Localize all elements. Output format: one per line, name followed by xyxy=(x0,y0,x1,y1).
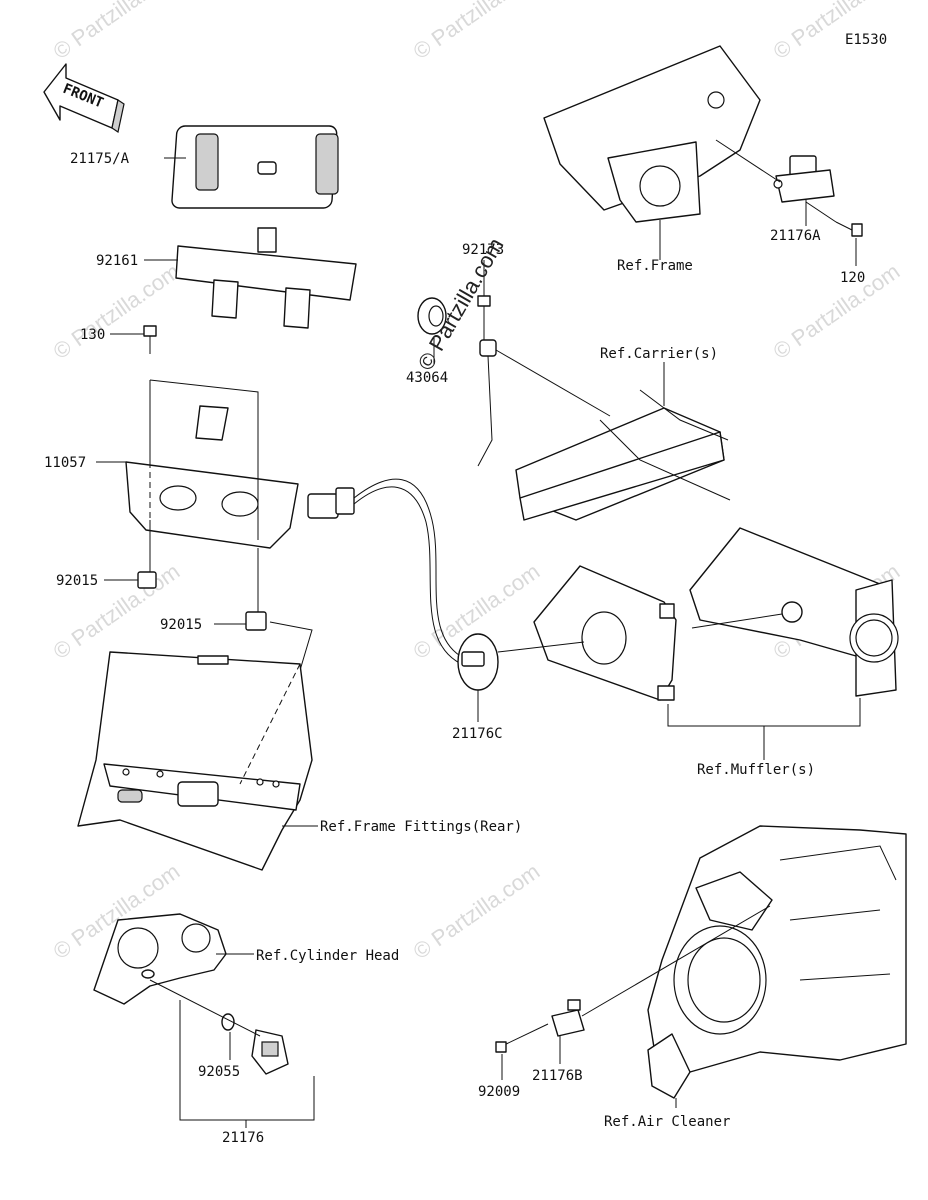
part-92015-nut-1 xyxy=(137,571,157,589)
ref-air-cleaner-drawing xyxy=(647,825,907,1099)
ref-muffler-drawing xyxy=(533,527,899,701)
watermark-text: © Partzilla.com xyxy=(49,259,185,365)
ref-cylinder-head-drawing xyxy=(93,913,227,1005)
part-130-drawing xyxy=(143,325,157,354)
ref-frame-fittings-drawing xyxy=(77,651,313,871)
part-43064-grommet xyxy=(417,297,447,335)
ref-frame-drawing xyxy=(543,45,761,223)
ref-muffler-label: Ref.Muffler(s) xyxy=(697,762,815,778)
part-92015-nut-2 xyxy=(245,611,267,631)
ref-air-cleaner-label: Ref.Air Cleaner xyxy=(604,1114,730,1130)
part-21176-sensor xyxy=(251,1029,289,1075)
part-92161-drawing xyxy=(175,227,357,329)
part-21176c-drawing xyxy=(307,478,499,691)
part-120-drawing xyxy=(835,221,863,237)
part-92009-screw xyxy=(495,1023,549,1053)
part-label-92173: 92173 xyxy=(462,242,504,258)
front-arrow-icon: FRONT xyxy=(43,63,125,133)
part-92173-drawing xyxy=(477,295,497,467)
part-label-11057: 11057 xyxy=(44,455,86,471)
part-21175a-drawing xyxy=(171,125,339,209)
part-label-120: 120 xyxy=(840,270,865,286)
part-label-92161: 92161 xyxy=(96,253,138,269)
ref-frame-fittings-label: Ref.Frame Fittings(Rear) xyxy=(320,819,522,835)
watermark-text: © Partzilla.com xyxy=(409,859,545,965)
part-label-21176b: 21176B xyxy=(532,1068,583,1084)
part-21176a-drawing xyxy=(773,155,835,203)
part-label-21176: 21176 xyxy=(222,1130,264,1146)
ref-carrier-drawing xyxy=(515,389,731,521)
part-label-21175a: 21175/A xyxy=(70,151,130,167)
ref-cylinder-head-label: Ref.Cylinder Head xyxy=(256,948,399,964)
diagram-code: E1530 xyxy=(845,32,887,48)
watermark-text: © Partzilla.com xyxy=(769,259,905,365)
ref-frame-label: Ref.Frame xyxy=(617,258,693,274)
part-label-92055: 92055 xyxy=(198,1064,240,1080)
part-21176b-drawing xyxy=(551,999,585,1037)
ref-carrier-label: Ref.Carrier(s) xyxy=(600,346,718,362)
part-11057-drawing xyxy=(125,405,299,549)
part-label-130: 130 xyxy=(80,327,105,343)
part-label-21176a: 21176A xyxy=(770,228,821,244)
part-label-92015-2: 92015 xyxy=(160,617,202,633)
part-label-21176c: 21176C xyxy=(452,726,503,742)
part-label-43064: 43064 xyxy=(406,370,448,386)
part-label-92015-1: 92015 xyxy=(56,573,98,589)
watermark-text: © Partzilla.com xyxy=(49,0,185,64)
watermark-text: © Partzilla.com xyxy=(409,0,545,64)
part-label-92009: 92009 xyxy=(478,1084,520,1100)
